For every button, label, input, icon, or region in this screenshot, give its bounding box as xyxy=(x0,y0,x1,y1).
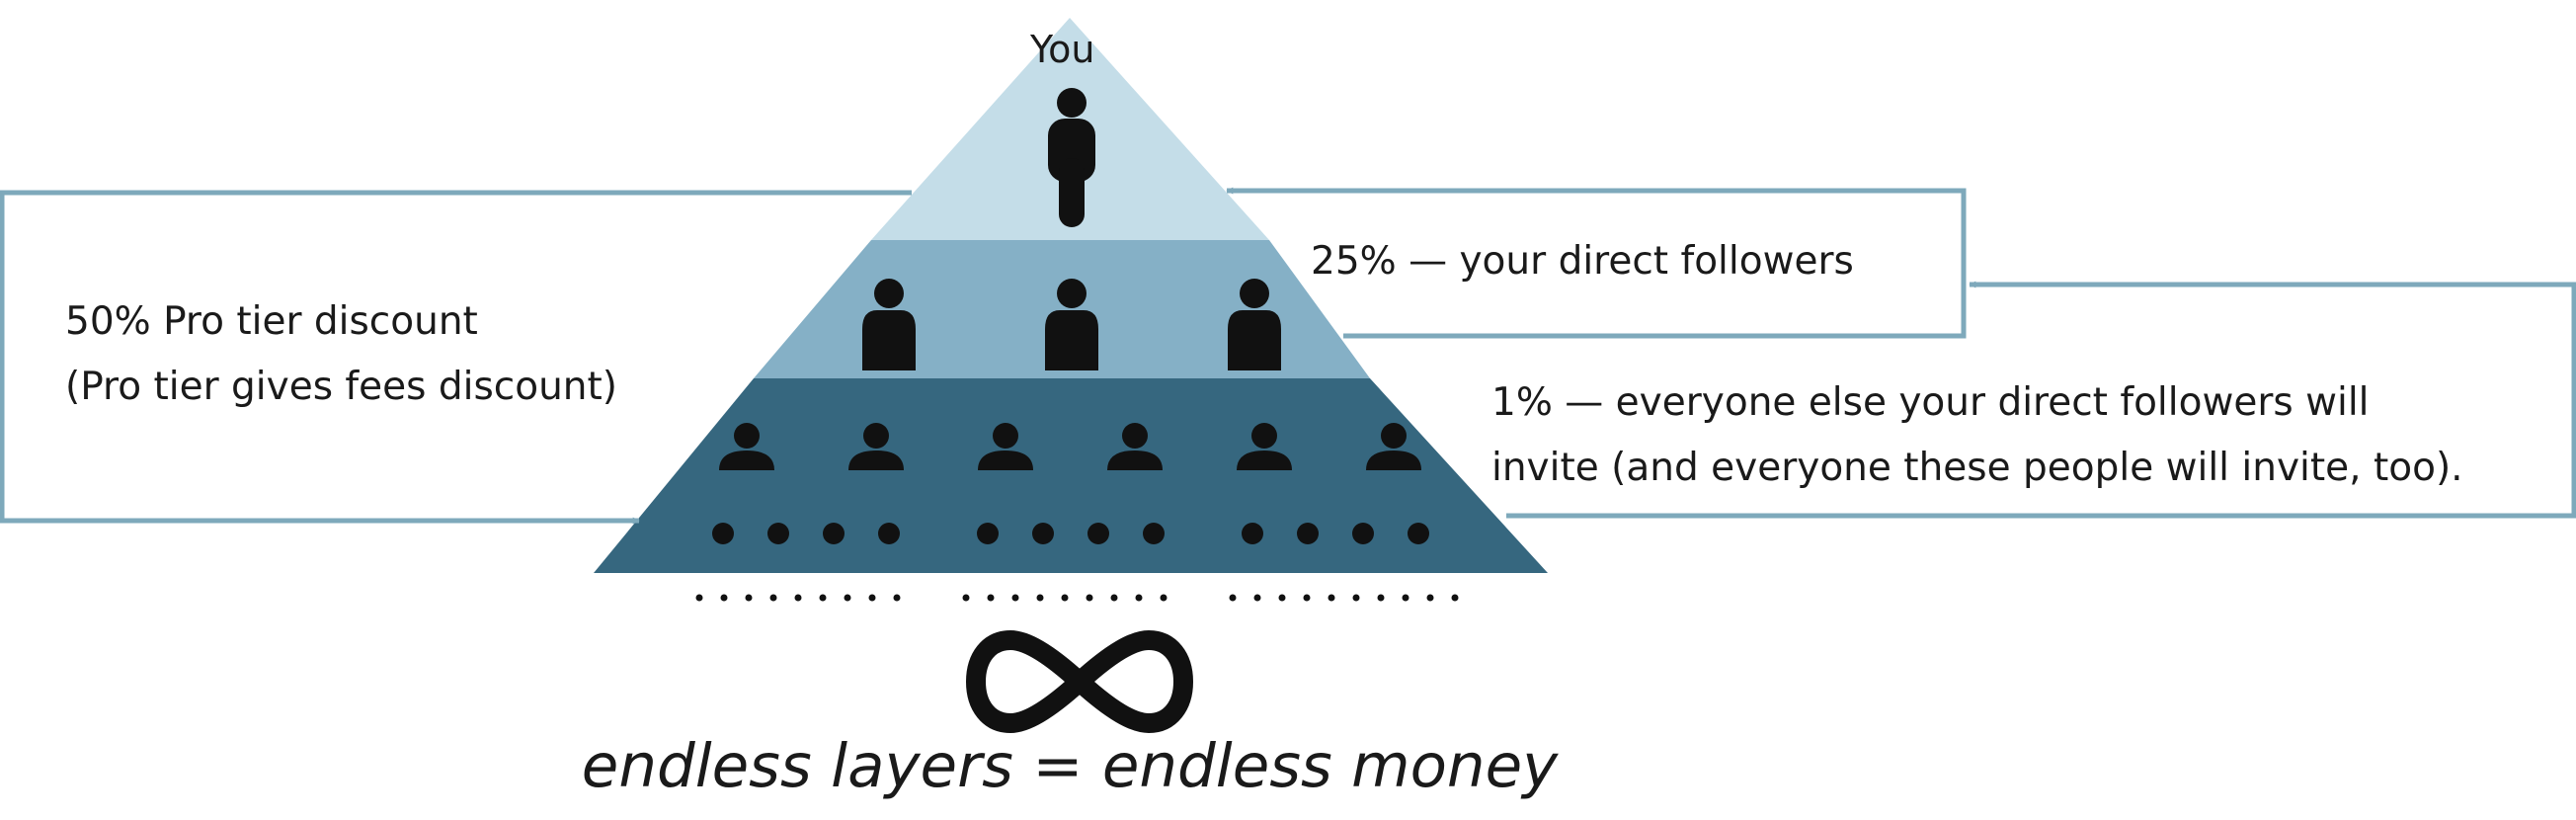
small-dot-row xyxy=(695,594,1459,602)
dot-icon xyxy=(1143,523,1165,544)
tier3-label-line-1: 1% — everyone else your direct followers… xyxy=(1491,380,2370,425)
person-silhouette-icon xyxy=(1366,423,1421,470)
left-label-line-2: (Pro tier gives fees discount) xyxy=(65,365,618,409)
tier3-label: 1% — everyone else your direct followers… xyxy=(1491,370,2463,501)
top-label: You xyxy=(1030,28,1095,71)
infinity-icon xyxy=(966,630,1193,733)
person-standing-icon xyxy=(1048,88,1095,227)
tier2-label: 25% — your direct followers xyxy=(1311,239,1854,284)
dot-icon xyxy=(712,523,734,544)
dot-icon xyxy=(1087,523,1109,544)
dot-icon xyxy=(767,523,789,544)
pyramid-tier-bottom xyxy=(594,378,1548,573)
person-silhouette-icon xyxy=(978,423,1033,470)
person-bust-icon xyxy=(862,279,916,370)
left-label-line-1: 50% Pro tier discount xyxy=(65,299,478,344)
arrow-tier3-to-tier2 xyxy=(1506,281,2576,519)
person-bust-icon xyxy=(1045,279,1098,370)
person-silhouette-icon xyxy=(719,423,774,470)
left-label: 50% Pro tier discount (Pro tier gives fe… xyxy=(65,289,617,420)
dot-icon xyxy=(977,523,999,544)
person-bust-icon xyxy=(1228,279,1281,370)
person-silhouette-icon xyxy=(848,423,904,470)
dot-row xyxy=(712,523,1429,544)
tier3-label-line-2: invite (and everyone these people will i… xyxy=(1491,446,2463,490)
bottom-caption: endless layers = endless money xyxy=(581,731,1559,801)
dot-icon xyxy=(1032,523,1054,544)
person-silhouette-icon xyxy=(1107,423,1163,470)
dot-icon xyxy=(1297,523,1319,544)
dot-icon xyxy=(1242,523,1263,544)
dot-icon xyxy=(1408,523,1429,544)
dot-icon xyxy=(823,523,845,544)
arrow-tier2-to-top xyxy=(1226,187,1967,339)
person-silhouette-icon xyxy=(1237,423,1292,470)
arrow-left-loop xyxy=(0,190,912,525)
dot-icon xyxy=(1352,523,1374,544)
dot-icon xyxy=(878,523,900,544)
